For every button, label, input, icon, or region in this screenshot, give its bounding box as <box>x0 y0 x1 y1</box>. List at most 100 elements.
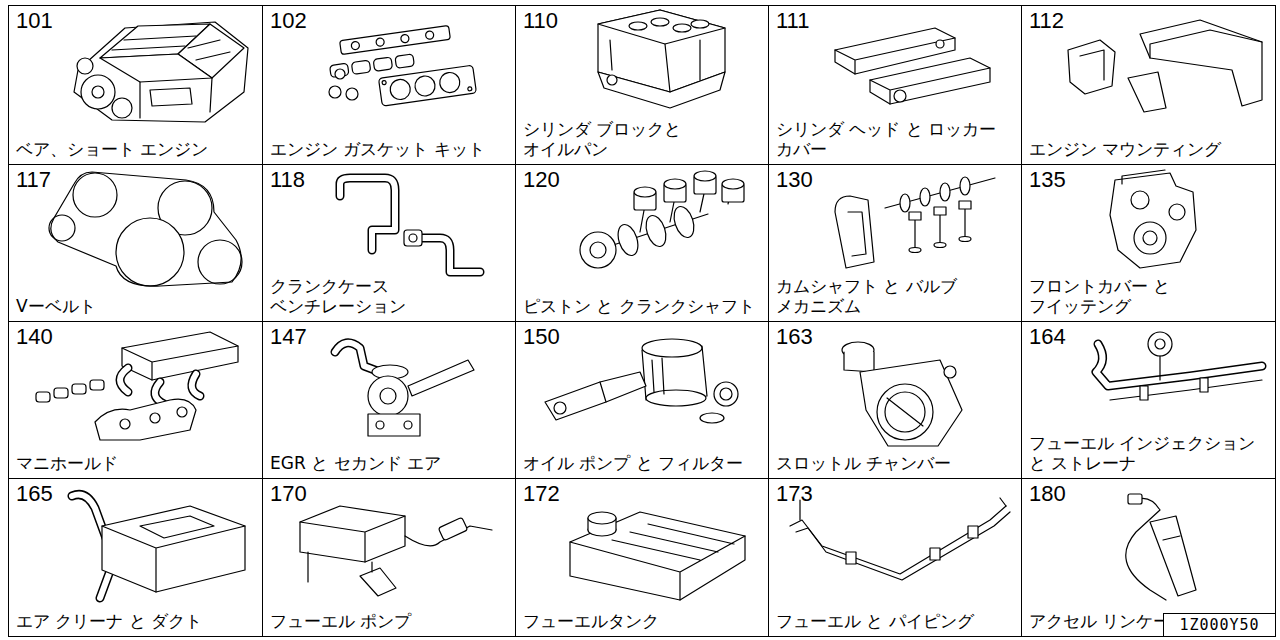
engine-illustration <box>74 22 248 122</box>
manifold-illustration <box>36 392 50 402</box>
gasket-illustration <box>389 78 412 101</box>
front-cover-illustration <box>1169 204 1185 220</box>
engine-illustration <box>100 54 212 82</box>
piston-crank-illustration <box>722 179 744 189</box>
catalog-cell: 120 ピストン と クランクシャフト <box>515 164 769 322</box>
oil-pump-illustration <box>646 390 706 406</box>
engine-illustration <box>77 58 93 74</box>
throttle-chamber-illustration <box>842 342 962 446</box>
oil-pump-illustration <box>554 402 566 414</box>
oil-pump-illustration <box>720 388 732 400</box>
oil-pump-illustration <box>652 358 664 394</box>
gasket-illustration <box>351 60 370 74</box>
throttle-chamber-illustration <box>944 366 956 378</box>
part-group-label: フロントカバー と フイッテング <box>1029 276 1269 317</box>
throttle-chamber-illustration <box>877 384 933 440</box>
drawing-number-box: 1Z000Y50 <box>1163 613 1276 637</box>
fuel-pipe-illustration <box>846 552 856 564</box>
catalog-cell: 165エア クリーナ と ダクト <box>8 478 263 637</box>
oil-pump-illustration <box>545 372 646 420</box>
camshaft-illustration <box>835 177 995 268</box>
part-group-label: ピストン と クランクシャフト <box>523 296 755 317</box>
fuel-rail-illustration <box>1096 344 1262 386</box>
fuel-rail-illustration <box>1148 332 1172 356</box>
piston-crank-illustration <box>590 242 606 258</box>
engine-mount-illustration <box>1068 40 1115 94</box>
camshaft-illustration <box>915 204 965 248</box>
cylinder-head-illustration <box>894 90 906 102</box>
camshaft-illustration <box>848 212 866 256</box>
part-group-label: シリンダ ブロックと オイルパン <box>523 119 762 160</box>
front-cover-illustration <box>1143 231 1157 245</box>
part-group-label: エア クリーナ と ダクト <box>16 611 202 632</box>
camshaft-illustration <box>934 243 946 248</box>
camshaft-illustration <box>940 183 950 201</box>
manifold-illustration <box>120 368 200 404</box>
oil-pump-illustration <box>600 382 606 402</box>
manifold-illustration <box>95 399 196 440</box>
callout-number: 135 <box>1029 168 1066 191</box>
camshaft-illustration <box>934 207 946 215</box>
camshaft-illustration <box>909 248 921 253</box>
front-cover-illustration <box>1134 222 1166 254</box>
catalog-cell: 111 シリンダ ヘッド と ロッカー カバー <box>768 5 1022 165</box>
cylinder-block-illustration <box>629 22 647 30</box>
part-group-label: シリンダ ヘッド と ロッカー カバー <box>776 119 1015 160</box>
cylinder-block-illustration <box>691 20 709 28</box>
accelerator-illustration <box>1150 516 1196 596</box>
callout-number: 117 <box>16 168 51 191</box>
gasket-illustration <box>351 41 360 50</box>
v-belt-illustration <box>49 172 242 286</box>
air-cleaner-illustration <box>72 495 245 599</box>
piston-crank-illustration <box>580 171 744 268</box>
front-cover-illustration <box>1131 191 1149 209</box>
gasket-illustration <box>378 65 476 106</box>
piston-crank-illustration <box>694 171 716 181</box>
piston-crank-illustration <box>614 222 641 258</box>
callout-number: 102 <box>270 9 307 32</box>
fuel-pipe-illustration <box>790 498 1010 580</box>
catalog-cell: 164フューエル インジェクション と ストレーナ <box>1021 321 1276 479</box>
part-group-label: オイル ポンプ と フィルター <box>523 453 743 474</box>
part-group-label: フューエルタンク <box>523 611 659 632</box>
fuel-pump-illustration <box>360 568 396 596</box>
piston-crank-illustration <box>642 213 669 249</box>
engine-mount-illustration <box>1068 20 1262 112</box>
gasket-illustration <box>346 88 358 100</box>
engine-illustration <box>81 75 115 109</box>
cylinder-block-illustration <box>607 75 617 85</box>
gasket-illustration <box>425 31 434 40</box>
fuel-pump-illustration <box>300 516 405 582</box>
cylinder-head-illustration <box>870 58 990 104</box>
front-cover-illustration <box>1122 170 1165 184</box>
catalog-cell: 110 シリンダ ブロックと オイルパン <box>515 5 769 165</box>
gasket-illustration <box>329 25 476 106</box>
egr-valve-illustration <box>404 421 412 429</box>
fuel-tank-illustration <box>570 512 745 600</box>
catalog-cell: 117Vーベルト <box>8 164 263 322</box>
callout-number: 110 <box>523 9 558 32</box>
callout-number: 120 <box>523 168 560 191</box>
manifold-illustration <box>150 413 160 423</box>
catalog-cell: 172フューエルタンク <box>515 478 769 637</box>
gasket-illustration <box>329 86 341 98</box>
cylinder-block-illustration <box>673 24 691 32</box>
cylinder-block-illustration <box>651 18 669 26</box>
gasket-illustration <box>373 57 392 71</box>
cylinder-block-illustration <box>598 10 725 44</box>
callout-number: 111 <box>776 9 809 32</box>
fuel-pump-illustration <box>300 506 405 562</box>
catalog-cell: 140マニホールド <box>8 321 263 479</box>
catalog-cell: 170フューエル ポンプ <box>262 478 516 637</box>
catalog-cell: 147EGR と セカンド エア <box>262 321 516 479</box>
egr-valve-illustration <box>368 414 420 436</box>
throttle-chamber-illustration <box>860 360 962 446</box>
piston-crank-illustration <box>634 187 656 197</box>
catalog-cell: 101ベア、ショート エンジン <box>8 5 263 165</box>
fuel-pipe-illustration <box>796 512 1010 580</box>
camshaft-illustration <box>909 212 921 220</box>
egr-valve-illustration <box>376 421 384 429</box>
egr-valve-illustration <box>408 360 474 396</box>
